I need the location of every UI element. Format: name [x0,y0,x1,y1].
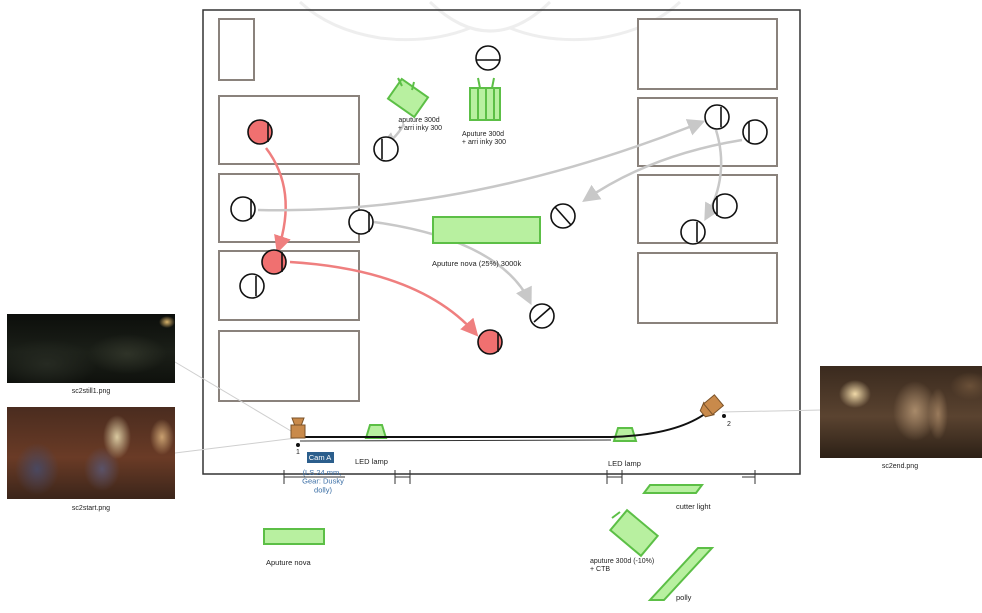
actor-11 [680,219,706,245]
polly-shape [647,547,715,601]
actor-6 [550,203,576,229]
actor-5 [239,273,265,299]
table-right-4 [637,252,778,324]
small-cabinet [218,18,255,81]
camera-name-badge [307,452,334,463]
table-left-1 [218,95,360,165]
label-led-lamp-left: LED lamp [355,457,388,466]
label-aputure-nova: Aputure nova [266,558,311,567]
actor-red-1 [247,119,273,145]
actor-10 [712,193,738,219]
thumbnail-sc2start [7,407,175,499]
aputure-nova-panel [263,528,325,545]
aputure-nova-25-panel [432,216,541,244]
dolly-track-line-2 [299,439,612,442]
red-path-2 [289,260,479,337]
actor-9 [742,119,768,145]
actor-7 [529,303,555,329]
label-line: + CTB [590,566,610,573]
label-polly: polly [676,593,692,602]
camera-end-mark-dot [722,414,726,418]
actors [230,45,768,355]
lights [263,77,715,601]
table-right-3 [637,174,778,244]
label-line: dolly) [314,485,332,494]
thumb-start-caption: sc2start.png [72,505,110,512]
thumbnail-sc2end [820,366,982,458]
label-line: + arri inky 300 [398,125,442,132]
actor-2 [475,45,501,71]
actor-red-2 [261,249,287,275]
red-path-1 [265,147,291,254]
label-line: + arri inky 300 [462,139,506,146]
label-aputure-300d-ctb: aputure 300d (-10%) + CTB [590,558,656,573]
aputure-300d-tilted [386,77,430,119]
label-led-lamp-right: LED lamp [608,459,641,468]
thumbnail-sc2still1 [7,314,175,383]
label-aputure-300d-inky-top: aputure 300d + arri inky 300 [398,117,442,132]
actor-3 [230,196,256,222]
thumbnail-connectors [174,361,823,454]
label-line: Gear: Dusky [302,477,344,486]
camera-start [290,417,306,447]
actor-8 [704,104,730,130]
camera-name: Cam A [309,453,332,462]
thumb-end-caption: sc2end.png [882,463,918,470]
dolly-track-line [300,409,711,438]
led-lamp-right-shape [612,427,638,442]
table-right-1 [637,18,778,90]
actor-1 [373,136,399,162]
gray-path-1 [257,119,706,212]
room-outline [202,9,801,475]
camera-end [699,394,725,418]
aputure-300d-upright [469,77,501,121]
actor-paths [257,119,743,337]
emblem-watermark [298,0,682,42]
blocking-markers [283,470,756,484]
actor-red-3 [477,329,503,355]
table-left-4 [218,330,360,402]
label-aputure-nova-25: Aputure nova (25%) 3000k [432,259,521,268]
camera-end-mark: 2 [727,421,731,428]
gray-path-4 [704,129,723,222]
camera-start-mark: 1 [296,449,300,456]
gray-path-2 [373,220,532,306]
label-cutter-light: cutter light [676,502,712,511]
aputure-300d-ctb-shape [608,508,660,558]
dolly-track [299,409,711,442]
thumb-still1-caption: sc2still1.png [72,388,111,395]
cutter-light-shape [642,484,704,494]
actor-4 [348,209,374,235]
label-aputure-300d-inky-right: Aputure 300d + arri inky 300 [462,131,506,146]
